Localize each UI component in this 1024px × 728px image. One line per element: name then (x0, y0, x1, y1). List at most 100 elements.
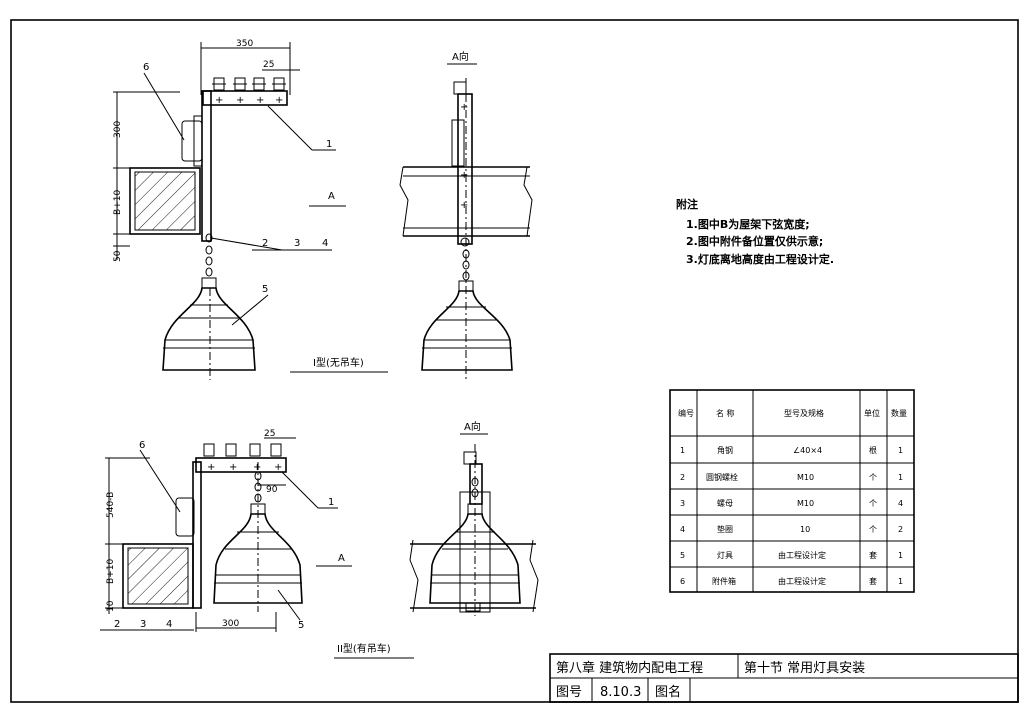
callout-6a: 6 (143, 62, 149, 73)
dim-25-b: 25 (264, 429, 275, 439)
callout-1a: 1 (326, 139, 332, 150)
cell: 2 (680, 473, 685, 482)
fig-name-label: 图名 (655, 684, 681, 700)
cell: 1 (898, 446, 903, 455)
cell: 1 (898, 551, 903, 560)
dim-300-b: 300 (222, 619, 239, 629)
callout-2b: 2 (114, 619, 120, 630)
type2-elevation: 25 + + + + 90 540-B B+10 10 300 (100, 429, 414, 659)
svg-text:+: + (215, 95, 223, 106)
svg-text:+: + (229, 462, 237, 473)
dim-300: 300 (113, 121, 123, 138)
callout-4a: 4 (322, 238, 328, 249)
callout-6b: 6 (139, 440, 145, 451)
cell: 5 (680, 551, 685, 560)
lamp-shade-1 (162, 277, 256, 380)
cell: 1 (680, 446, 685, 455)
type2-view-a: A向 (409, 420, 539, 616)
note-line-1: 1.图中B为屋架下弦宽度; (686, 217, 810, 231)
callout-5a: 5 (262, 284, 268, 295)
notes-block: 附注 1.图中B为屋架下弦宽度; 2.图中附件备位置仅供示意; 3.灯底离地高度… (676, 197, 834, 266)
svg-text:+: + (256, 95, 264, 106)
callout-5b: 5 (298, 620, 304, 631)
cell: 由工程设计定 (778, 550, 826, 560)
note-line-2: 2.图中附件备位置仅供示意; (686, 234, 823, 248)
th-name: 名 称 (716, 408, 735, 418)
cell: 3 (680, 499, 685, 508)
table-row: 3 螺母 M10 个 4 (680, 498, 903, 508)
cell: 灯具 (717, 550, 733, 560)
cell: M10 (797, 499, 814, 508)
title-block: 第八章 建筑物内配电工程 第十节 常用灯具安装 图号 8.10.3 图名 (549, 653, 1019, 703)
cell: 2 (898, 525, 903, 534)
parts-table: 编号 名 称 型号及规格 单位 数量 1 角钢 ∠40×4 根 1 2 圆钢螺栓… (669, 389, 915, 593)
cell: 圆钢螺栓 (706, 472, 738, 482)
callout-1b: 1 (328, 497, 334, 508)
svg-text:+: + (460, 200, 468, 211)
table-row: 2 圆钢螺栓 M10 个 1 (680, 472, 903, 482)
section-title: 第十节 常用灯具安装 (744, 661, 865, 676)
svg-text:+: + (236, 95, 244, 106)
dim-10: 10 (106, 600, 116, 612)
view-a-label-2: A向 (464, 420, 481, 433)
cell: M10 (797, 473, 814, 482)
arrow-label-a1: A (328, 191, 335, 202)
dim-540b: 540-B (106, 492, 116, 518)
svg-text:+: + (460, 102, 468, 113)
svg-text:+: + (207, 462, 215, 473)
th-no: 编号 (678, 408, 694, 418)
callout-2a: 2 (262, 238, 268, 249)
cell: 1 (898, 473, 903, 482)
dim-25-a: 25 (263, 60, 274, 70)
table-row: 5 灯具 由工程设计定 套 1 (680, 550, 903, 560)
cell: 6 (680, 577, 685, 586)
callout-3b: 3 (140, 619, 146, 630)
cell: 1 (898, 577, 903, 586)
cell: 螺母 (717, 498, 733, 508)
fig-no-value: 8.10.3 (600, 685, 641, 700)
th-qty: 数量 (891, 408, 907, 418)
svg-text:+: + (274, 462, 282, 473)
type2-caption: II型(有吊车) (337, 642, 391, 655)
type1-view-a: A向 + + + (399, 50, 533, 380)
cell: 个 (869, 499, 877, 508)
type1-elevation: 350 25 + + + + (113, 39, 388, 380)
callout-4b: 4 (166, 619, 172, 630)
dim-b10-b: B+10 (106, 559, 116, 584)
dim-50: 50 (113, 250, 123, 262)
arrow-label-a2: A (338, 553, 345, 564)
cell: 角钢 (717, 445, 733, 455)
notes-heading: 附注 (676, 197, 698, 211)
view-a-label-1: A向 (452, 50, 469, 63)
table-row: 4 垫圈 10 个 2 (680, 524, 903, 534)
cell: ∠40×4 (793, 446, 822, 455)
fig-no-label: 图号 (556, 685, 582, 700)
type1-caption: I型(无吊车) (313, 356, 364, 369)
cell: 4 (680, 525, 685, 534)
table-row: 6 附件箱 由工程设计定 套 1 (680, 576, 903, 586)
cell: 套 (869, 550, 877, 560)
note-line-3: 3.灯底离地高度由工程设计定. (686, 252, 834, 266)
svg-text:+: + (253, 462, 261, 473)
sheet-border (10, 19, 1019, 703)
dim-90: 90 (266, 485, 278, 495)
chapter-title: 第八章 建筑物内配电工程 (556, 660, 703, 676)
th-spec: 型号及规格 (784, 408, 824, 418)
bolt-group-top-1 (212, 77, 286, 91)
cell: 4 (898, 499, 903, 508)
table-row: 1 角钢 ∠40×4 根 1 (680, 445, 903, 455)
svg-text:+: + (460, 170, 468, 181)
dim-350: 350 (236, 39, 253, 49)
cell: 垫圈 (717, 524, 733, 534)
dim-b10: B+10 (113, 190, 123, 215)
cell: 10 (800, 525, 810, 534)
cell: 套 (869, 576, 877, 586)
cell: 根 (869, 445, 877, 455)
th-unit: 单位 (864, 408, 880, 418)
svg-text:+: + (275, 95, 283, 106)
callout-3a: 3 (294, 238, 300, 249)
cell: 个 (869, 525, 877, 534)
cell: 由工程设计定 (778, 576, 826, 586)
cell: 附件箱 (712, 576, 736, 586)
